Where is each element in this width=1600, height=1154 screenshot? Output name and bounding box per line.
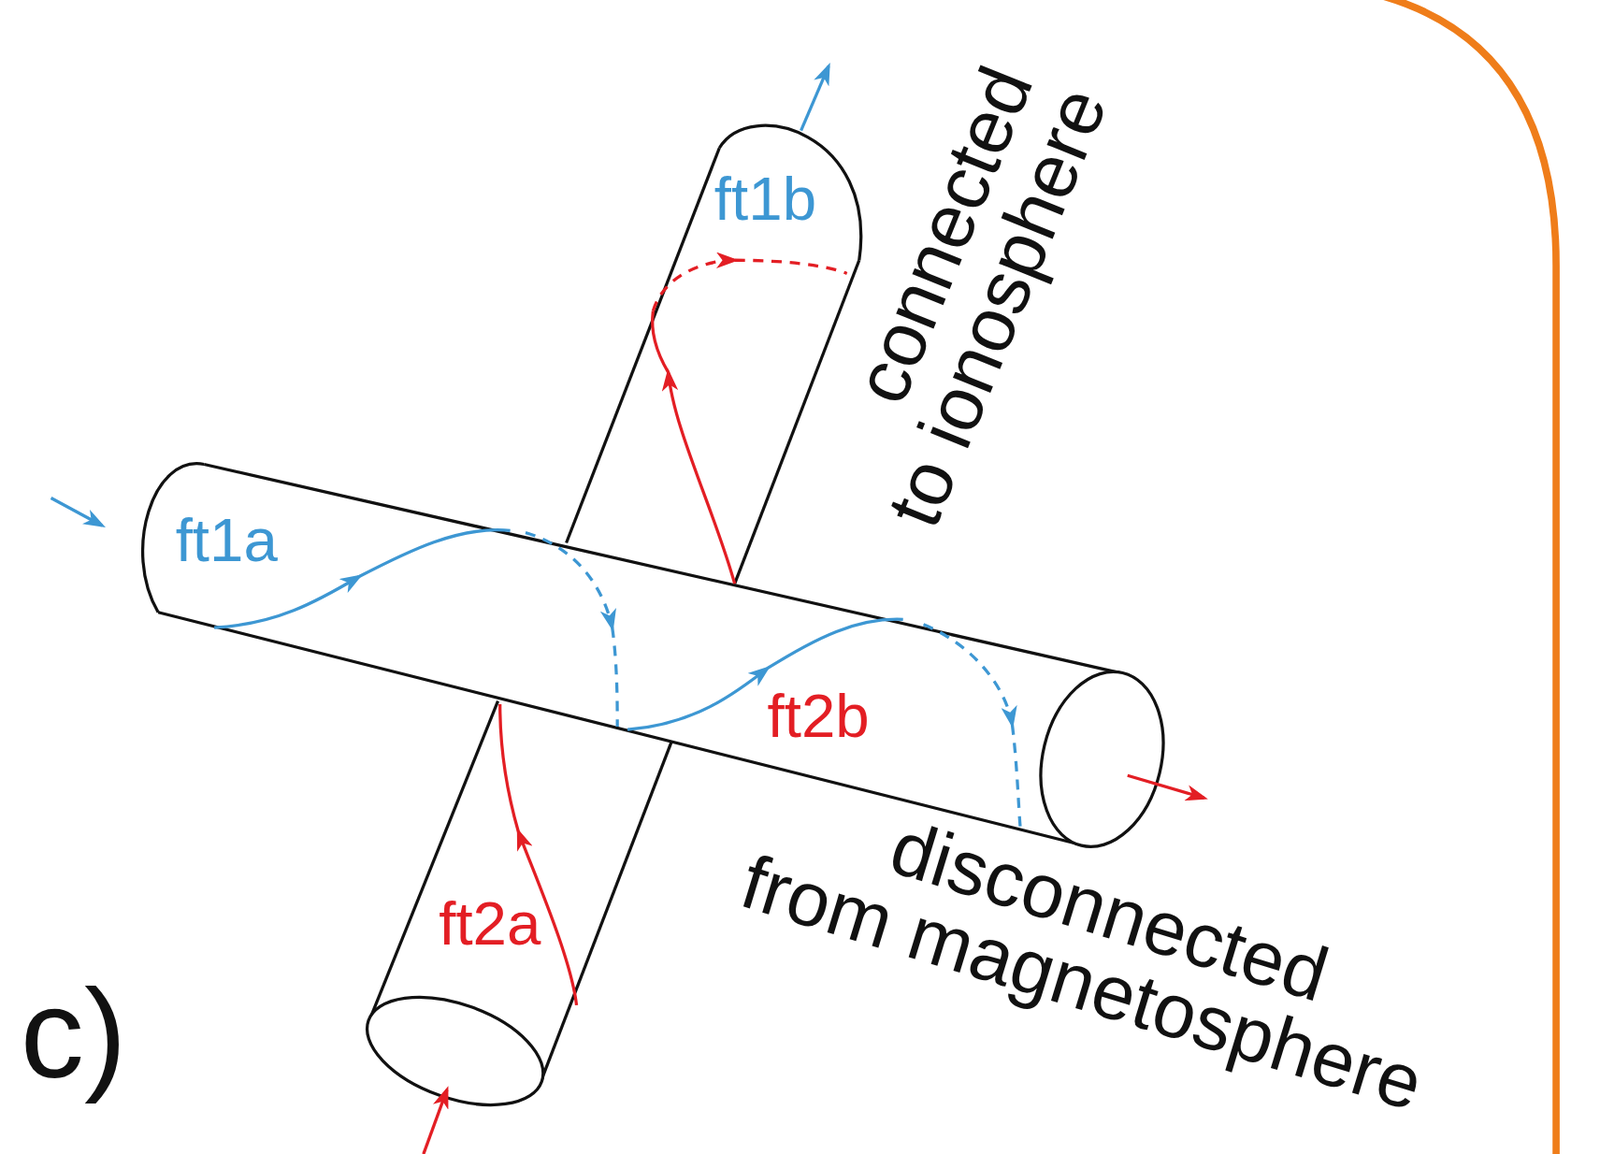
panel-label: c) (20, 969, 128, 1097)
tube-label: ft1a (175, 510, 278, 572)
vertical-flux-tube (352, 125, 861, 1126)
tube-label: ft2a (438, 893, 541, 955)
tube-label: ft1b (714, 168, 817, 230)
horizontal-flux-tube (143, 463, 1181, 860)
tube-label: ft2b (767, 685, 870, 747)
